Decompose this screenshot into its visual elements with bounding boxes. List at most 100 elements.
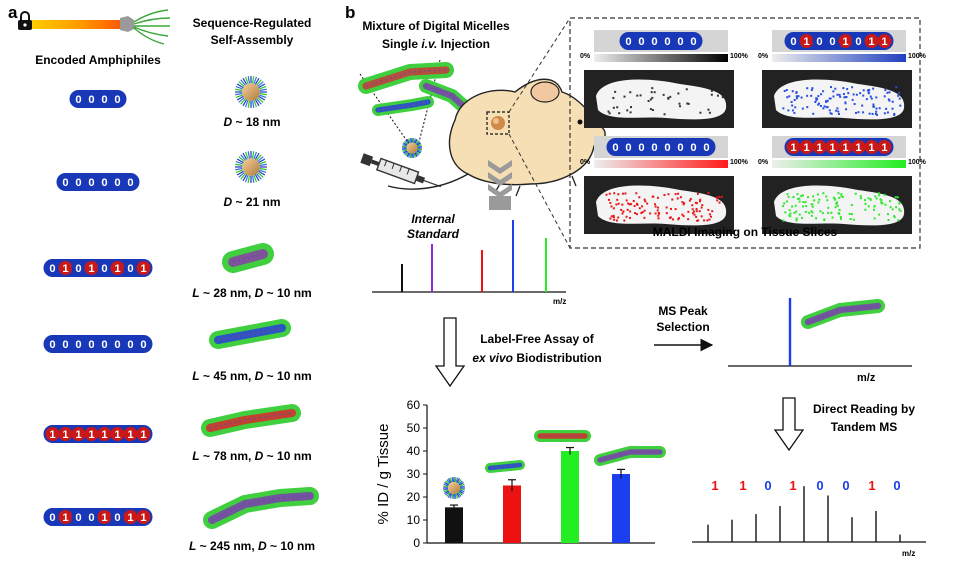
micelle-chain (247, 175, 251, 183)
tissue-signal-dot (686, 102, 689, 105)
tissue-signal-dot (855, 93, 858, 96)
micelle-chain (238, 81, 245, 87)
tissue-signal-dot (802, 205, 805, 208)
label-free-line2: ex vivo Biodistribution (472, 351, 601, 365)
tissue-signal-dot (720, 195, 723, 198)
tissue-signal-dot (893, 216, 896, 219)
tissue-signal-dot (671, 198, 674, 201)
micelle-chain (459, 489, 465, 493)
micelle-chain (458, 480, 463, 485)
maldi-scale-low: 0% (580, 53, 591, 60)
bit-digit: 0 (75, 263, 81, 275)
tissue-signal-dot (800, 96, 803, 99)
tissue-signal-dot (782, 205, 785, 208)
tissue-signal-dot (848, 212, 851, 215)
micelle-chain (405, 139, 409, 145)
tandem-digit: 0 (816, 478, 823, 493)
down-arrow-2 (773, 397, 805, 452)
tissue-signal-dot (634, 212, 637, 215)
micelle-chain (413, 138, 416, 144)
size-value: ~ 10 nm (263, 369, 311, 383)
tissue-signal-dot (632, 200, 635, 203)
tissue-signal-dot (657, 217, 660, 220)
tissue-signal-dot (700, 206, 703, 209)
tissue-signal-dot (616, 106, 619, 109)
tissue-signal-dot (875, 197, 878, 200)
micelle-chain (251, 76, 255, 84)
micelle-core (242, 158, 260, 176)
size-labels: D ~ 18 nmD ~ 21 nmL ~ 28 nm, D ~ 10 nmL … (189, 115, 315, 553)
tissue-signal-dot (895, 206, 898, 209)
internal-standard-spectrum: m/z (372, 220, 566, 306)
tissue-signal-dot (883, 193, 886, 196)
tissue-signal-dot (864, 199, 867, 202)
size-value: ~ 10 nm (267, 539, 315, 553)
micelle-chain (253, 175, 258, 183)
tissue-signal-dot (875, 96, 878, 99)
tissue-signal-dot (617, 202, 620, 205)
tissue-signal-dot (868, 112, 871, 115)
tissue-signal-dot (842, 93, 845, 96)
bit-digit: 0 (829, 36, 835, 48)
bit-circle (686, 34, 701, 48)
bit-circle (647, 140, 662, 154)
bit-circle (634, 34, 649, 48)
tissue-signal-dot (898, 97, 901, 100)
tissue-signal-dot (692, 212, 695, 215)
micelle-chain (456, 478, 461, 484)
micelle-chain (257, 97, 264, 103)
tissue-signal-dot (801, 194, 804, 197)
micelle-chain (402, 145, 407, 148)
tissue-signal-dot (691, 208, 694, 211)
size-label-3: L ~ 28 nm, D ~ 10 nm (192, 286, 311, 300)
selected-peak-spectrum: m/z (728, 298, 912, 384)
micelle-chain (415, 141, 421, 145)
tissue-signal-dot (888, 99, 891, 102)
micelle-chain (405, 151, 409, 157)
bit-circle (97, 92, 112, 106)
amphiphile-icon (18, 9, 171, 45)
bit-digit: 0 (690, 36, 696, 48)
micelle-chain (236, 95, 244, 101)
micelle-texture (599, 451, 660, 461)
tissue-signal-dot (869, 95, 872, 98)
micelle-chain (242, 174, 248, 182)
tissue-signal-dot (853, 103, 856, 106)
tissue-signal-dot (827, 211, 830, 214)
tissue-signal-dot (640, 211, 643, 214)
tissue-signal-dot (695, 215, 698, 218)
micelle-chain (446, 479, 451, 484)
tissue-signal-dot (643, 216, 646, 219)
tissue-signal-dot (798, 197, 801, 200)
bit-circle (686, 140, 701, 154)
tissue-signal-dot (802, 201, 805, 204)
tissue-slice (774, 185, 905, 226)
tissue-signal-dot (896, 196, 899, 199)
tissue-signal-dot (835, 201, 838, 204)
tissue-signal-dot (810, 94, 813, 97)
micelle-chain (259, 85, 267, 90)
tissue-signal-dot (836, 204, 839, 207)
bit-circle (58, 510, 73, 524)
micelle-core (406, 142, 418, 154)
tissue-signal-dot (833, 198, 836, 201)
bit-circle (110, 337, 125, 351)
maldi-scale-high: 100% (908, 159, 927, 166)
injection-pre: Single (382, 37, 421, 51)
tissue-signal-dot (881, 202, 884, 205)
bit-digit: 0 (638, 36, 644, 48)
size-label-1: D ~ 18 nm (223, 115, 280, 129)
tissue-signal-dot (889, 206, 892, 209)
tissue-signal-dot (685, 88, 688, 91)
bit-circle (123, 510, 138, 524)
tissue-signal-dot (782, 219, 785, 222)
micelle-chain (259, 167, 267, 171)
micelle-chain (408, 138, 411, 144)
tissue-signal-dot (635, 202, 638, 205)
micelle-chain (259, 169, 267, 174)
standard-label: Standard (407, 227, 460, 241)
bit-digit: 1 (114, 263, 120, 275)
tissue-signal-dot (708, 218, 711, 221)
direct-reading-line1: Direct Reading by (813, 402, 915, 416)
bit-circle (136, 337, 151, 351)
